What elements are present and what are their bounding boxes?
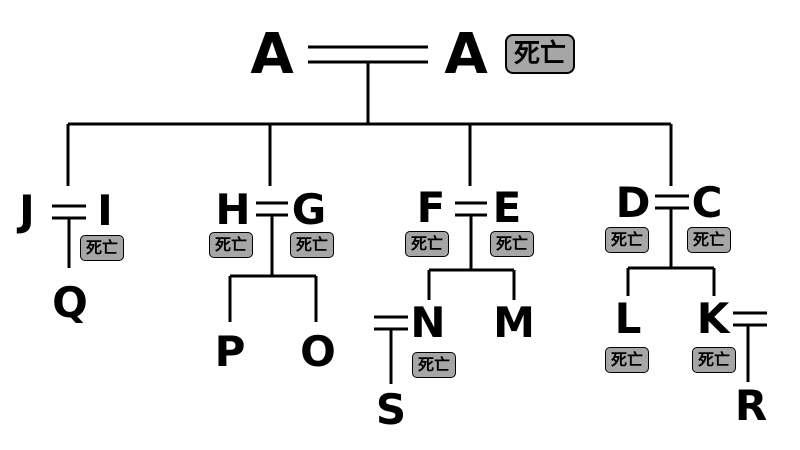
person-e: E: [492, 183, 522, 232]
person-l: L: [614, 294, 642, 343]
person-a-left: A: [250, 22, 294, 87]
deceased-badge-a: 死亡: [504, 34, 576, 74]
deceased-badge-d: 死亡: [604, 227, 650, 253]
deceased-badge-n: 死亡: [411, 352, 457, 378]
person-d: D: [615, 178, 651, 227]
deceased-badge-c: 死亡: [686, 227, 732, 253]
person-c: C: [691, 178, 723, 227]
person-r: R: [734, 381, 768, 430]
deceased-badge-e: 死亡: [489, 231, 535, 257]
deceased-badge-g: 死亡: [289, 232, 335, 258]
person-q: Q: [52, 278, 88, 327]
deceased-badge-l: 死亡: [604, 347, 650, 373]
deceased-badge-h: 死亡: [208, 232, 254, 258]
person-i: I: [97, 186, 113, 235]
person-j: J: [19, 186, 35, 235]
person-p: P: [214, 327, 246, 376]
person-k: K: [696, 294, 730, 343]
person-f: F: [416, 183, 446, 232]
deceased-badge-i: 死亡: [79, 235, 125, 261]
person-m: M: [493, 298, 535, 347]
person-h: H: [215, 185, 251, 234]
deceased-badge-k: 死亡: [691, 347, 737, 373]
person-g: G: [291, 185, 327, 234]
person-a-right: A: [444, 22, 488, 87]
person-s: S: [375, 385, 407, 434]
person-o: O: [300, 327, 336, 376]
deceased-badge-f: 死亡: [404, 231, 450, 257]
person-n: N: [410, 298, 446, 347]
